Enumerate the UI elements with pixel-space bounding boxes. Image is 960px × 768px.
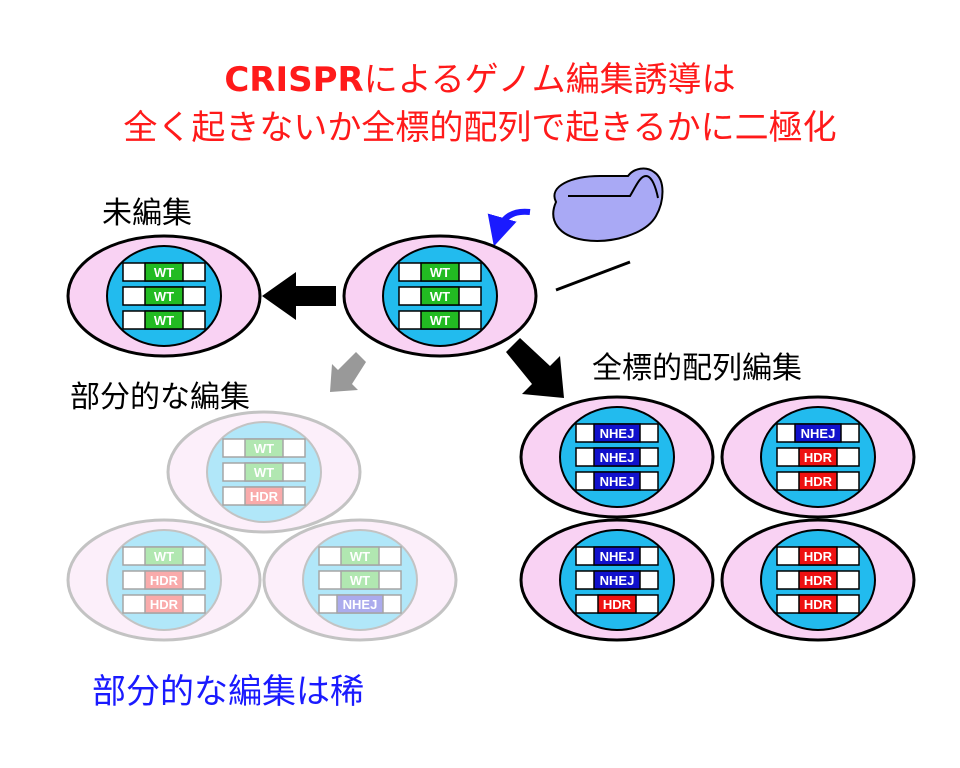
cell-partial-2: WT HDR HDR (66, 518, 262, 642)
allele-label: WT (430, 265, 450, 280)
allele-nhej-segment (593, 570, 641, 590)
allele-wt-segment (244, 462, 284, 482)
allele-label: NHEJ (600, 549, 635, 564)
allele-label: WT (254, 441, 274, 456)
chromosome-strip (222, 438, 306, 458)
allele-label: WT (350, 573, 370, 588)
allele-nhej-segment (336, 594, 384, 614)
allele-wt-segment (144, 262, 184, 282)
label-unedited: 未編集 (102, 196, 192, 231)
allele-hdr-segment (597, 594, 637, 614)
chromosome-strip (318, 546, 402, 566)
cell-membrane (262, 518, 458, 642)
cell-membrane (66, 518, 262, 642)
allele-label: WT (430, 313, 450, 328)
allele-label: HDR (150, 573, 179, 588)
allele-nhej-segment (593, 423, 641, 443)
allele-label: WT (154, 265, 174, 280)
cell-center: WT WT WT (342, 234, 538, 358)
chromosome-strip (122, 594, 206, 614)
allele-label: NHEJ (600, 450, 635, 465)
arrow-to-partial-edit-icon (330, 352, 366, 392)
allele-hdr-segment (798, 471, 838, 491)
allele-wt-segment (244, 438, 284, 458)
allele-wt-segment (144, 546, 184, 566)
allele-hdr-segment (144, 594, 184, 614)
allele-hdr-segment (798, 546, 838, 566)
arrow-to-full-edit-icon (506, 338, 564, 398)
arrow-to-unedited-icon (262, 272, 336, 320)
chromosome-strip (222, 486, 306, 506)
allele-nhej-segment (593, 447, 641, 467)
allele-label: HDR (804, 573, 833, 588)
allele-hdr-segment (798, 594, 838, 614)
allele-label: HDR (150, 597, 179, 612)
nucleus (302, 529, 418, 631)
allele-wt-segment (420, 262, 460, 282)
allele-label: HDR (250, 489, 279, 504)
cell-full-2: NHEJ HDR HDR (720, 395, 916, 519)
nucleus (206, 421, 322, 523)
chromosome-strip (222, 462, 306, 482)
title-line-2: 全く起きないか全標的配列で起きるかに二極化 (123, 108, 837, 148)
allele-nhej-segment (794, 423, 842, 443)
allele-hdr-segment (798, 570, 838, 590)
label-partial: 部分的な編集 (70, 380, 250, 415)
title-line-1: CRISPRによるゲノム編集誘導は (0, 60, 960, 100)
allele-label: HDR (804, 549, 833, 564)
cell-partial-1: WT WT HDR (166, 410, 362, 534)
allele-wt-segment (144, 310, 184, 330)
chromosome-strip (318, 594, 402, 614)
allele-label: HDR (804, 450, 833, 465)
allele-label: NHEJ (801, 426, 836, 441)
label-partial-rare: 部分的な編集は稀 (92, 672, 364, 712)
cell-partial-3: WT WT NHEJ (262, 518, 458, 642)
nucleus (106, 529, 222, 631)
allele-wt-segment (144, 286, 184, 306)
title-line-1-rest: によるゲノム編集誘導は (363, 60, 736, 100)
allele-label: WT (154, 289, 174, 304)
allele-label: WT (430, 289, 450, 304)
allele-label: WT (254, 465, 274, 480)
allele-hdr-segment (798, 447, 838, 467)
cell-full-3: NHEJ NHEJ HDR (519, 518, 715, 642)
cell-full-1: NHEJ NHEJ NHEJ (519, 395, 715, 519)
chromosome-strip (318, 570, 402, 590)
allele-hdr-segment (244, 486, 284, 506)
title-crispr: CRISPR (224, 60, 364, 100)
allele-wt-segment (420, 286, 460, 306)
label-full: 全標的配列編集 (592, 351, 802, 386)
cell-unedited: WT WT WT (66, 234, 262, 358)
chromosome-strip (122, 570, 206, 590)
allele-label: NHEJ (343, 597, 378, 612)
cell-full-4: HDR HDR HDR (720, 518, 916, 642)
cas9-protein-icon (552, 167, 664, 242)
allele-wt-segment (340, 546, 380, 566)
allele-hdr-segment (144, 570, 184, 590)
allele-label: NHEJ (600, 474, 635, 489)
allele-label: NHEJ (600, 573, 635, 588)
allele-label: WT (154, 549, 174, 564)
allele-wt-segment (340, 570, 380, 590)
allele-wt-segment (420, 310, 460, 330)
dna-strand-icon (555, 260, 631, 292)
allele-label: HDR (804, 597, 833, 612)
chromosome-strip (122, 546, 206, 566)
allele-label: WT (154, 313, 174, 328)
blue-curved-arrow-icon (487, 208, 531, 247)
allele-nhej-segment (593, 471, 641, 491)
guide-rna-loop-icon (568, 174, 659, 199)
allele-nhej-segment (593, 546, 641, 566)
allele-label: HDR (804, 474, 833, 489)
allele-label: NHEJ (600, 426, 635, 441)
allele-label: WT (350, 549, 370, 564)
allele-label: HDR (603, 597, 632, 612)
cell-membrane (166, 410, 362, 534)
